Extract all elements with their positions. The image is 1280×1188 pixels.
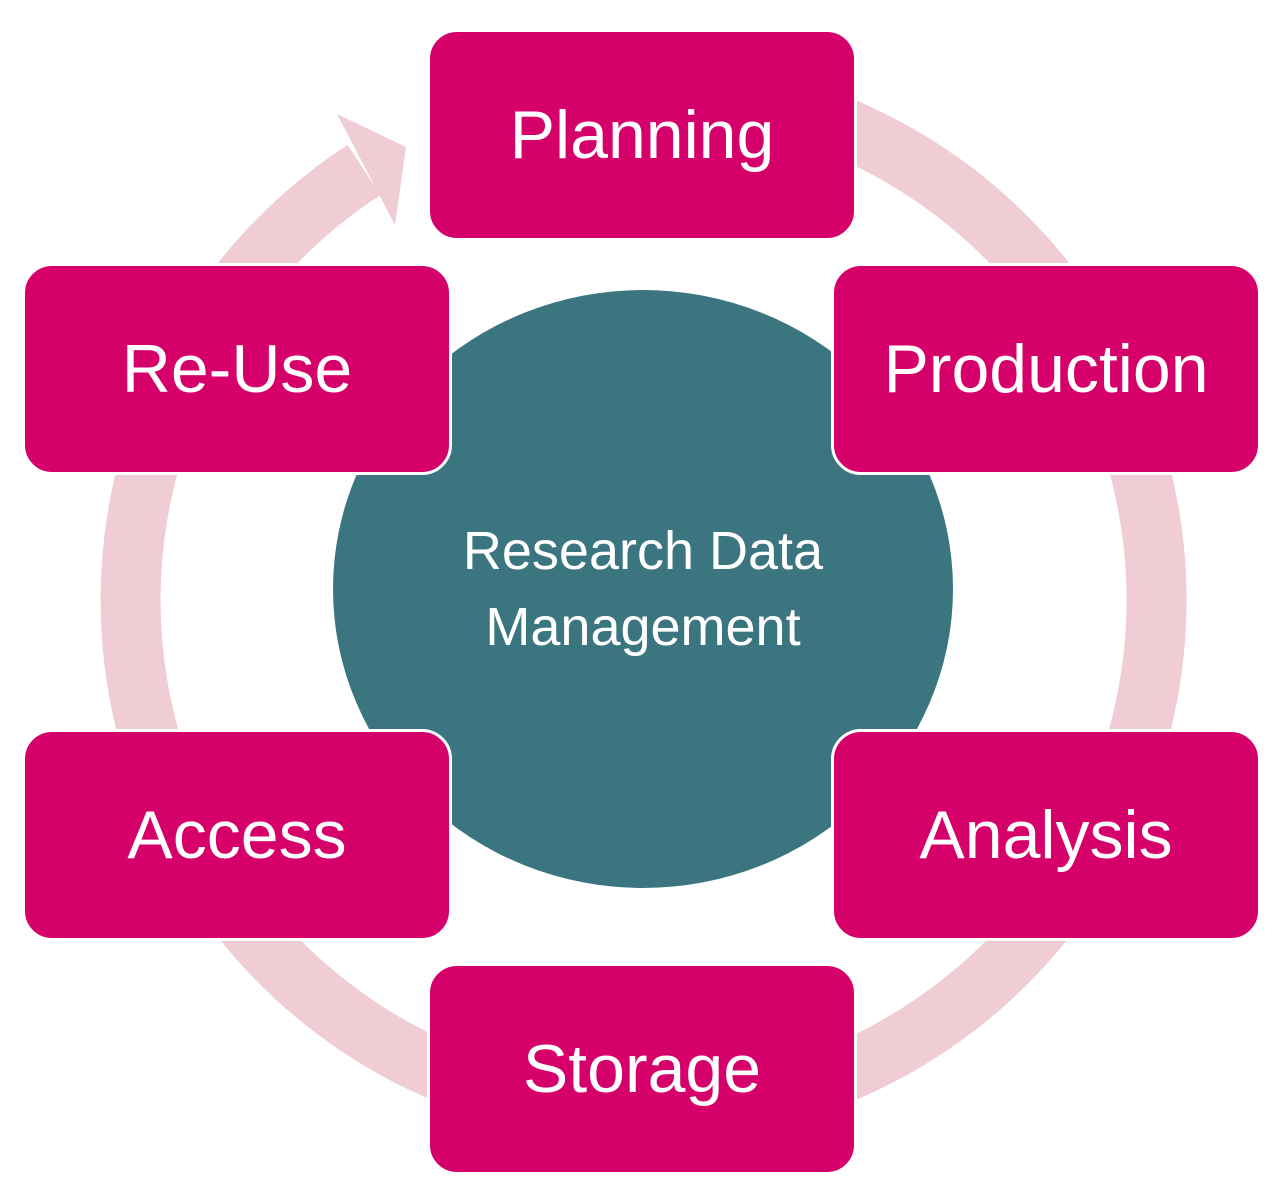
stage-storage: Storage	[427, 963, 857, 1175]
stage-production: Production	[831, 263, 1261, 475]
center-label-line2: Management	[485, 597, 801, 657]
stage-access: Access	[22, 729, 452, 941]
stage-planning: Planning	[427, 29, 857, 241]
center-label-line1: Research Data	[462, 521, 824, 581]
cycle-arrowhead-icon	[337, 114, 406, 225]
stage-analysis: Analysis	[831, 729, 1261, 941]
stage-re-use: Re-Use	[22, 263, 452, 475]
